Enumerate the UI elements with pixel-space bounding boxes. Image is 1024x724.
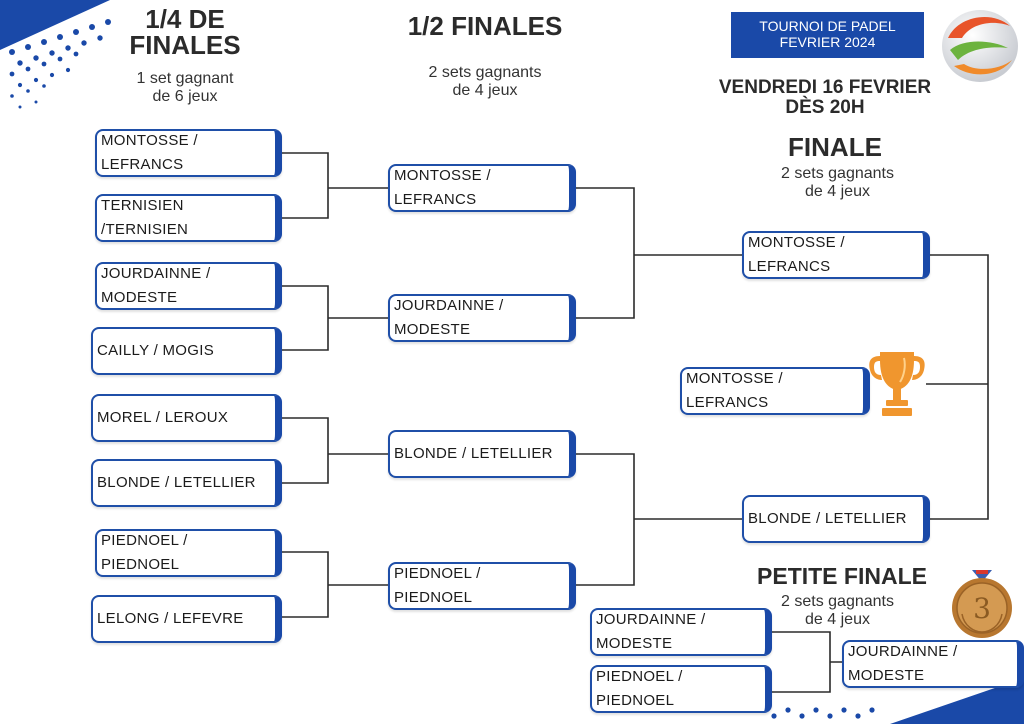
decor-dot (785, 707, 791, 713)
final-team-1: MONTOSSE / LEFRANCS (742, 231, 930, 279)
quarter-team-2: TERNISIEN /TERNISIEN (95, 194, 282, 242)
quarter-team-4: CAILLY / MOGIS (91, 327, 282, 375)
winner-box: MONTOSSE / LEFRANCS (680, 367, 870, 415)
decor-dot (9, 49, 15, 55)
bronze-medal-icon: 3 (952, 570, 1012, 638)
semi-finals-title: 1/2 FINALES (407, 11, 563, 41)
decor-dot (57, 56, 63, 62)
corner-decoration-bottom (771, 678, 1024, 724)
decor-dot (49, 50, 55, 56)
decor-dot (33, 55, 39, 61)
decor-dot (10, 94, 14, 98)
semi-team-2: JOURDAINNE / MODESTE (388, 294, 576, 342)
decor-dot (97, 35, 103, 41)
small-final-title: PETITE FINALE (757, 563, 927, 589)
decor-dot (89, 24, 95, 30)
decor-dot (799, 713, 805, 719)
small-final-team-1: JOURDAINNE / MODESTE (590, 608, 772, 656)
decor-dot (105, 19, 111, 25)
event-date: VENDREDI 16 FEVRIER DÈS 20H (690, 78, 960, 118)
semi-team-1: MONTOSSE / LEFRANCS (388, 164, 576, 212)
decor-dot (57, 34, 63, 40)
final-team-2: BLONDE / LETELLIER (742, 495, 930, 543)
decor-dot (41, 61, 47, 67)
small-final-subtitle: 2 sets gagnants de 4 jeux (781, 593, 894, 628)
decor-dot (827, 713, 833, 719)
decor-dot (49, 72, 55, 78)
final-subtitle: 2 sets gagnants de 4 jeux (781, 165, 894, 200)
corner-decoration (0, 0, 111, 109)
event-date-day: VENDREDI 16 FEVRIER (718, 77, 932, 98)
decor-dot (26, 89, 30, 93)
decor-dot (25, 44, 31, 50)
third-place-box: JOURDAINNE / MODESTE (842, 640, 1024, 688)
trophy-icon (869, 352, 925, 416)
decor-dot (65, 45, 71, 51)
event-date-time: DÈS 20H (785, 97, 865, 118)
decor-dot (73, 51, 79, 57)
decor-dot (18, 105, 22, 109)
decor-dot (869, 707, 875, 713)
final-title: FINALE (788, 132, 882, 162)
quarter-team-3: JOURDAINNE / MODESTE (95, 262, 282, 310)
tournament-name: TOURNOI DE PADEL (759, 18, 896, 34)
quarter-team-6: BLONDE / LETELLIER (91, 459, 282, 507)
decor-dot (33, 77, 39, 83)
decor-dot (81, 40, 87, 46)
decor-dot (42, 84, 46, 88)
decor-dot (41, 39, 47, 45)
decor-dot (771, 713, 777, 719)
quarter-team-5: MOREL / LEROUX (91, 394, 282, 442)
semi-finals-subtitle: 2 sets gagnants de 4 jeux (428, 64, 542, 99)
decor-dot (17, 60, 23, 66)
semi-team-3: BLONDE / LETELLIER (388, 430, 576, 478)
quarter-team-8: LELONG / LEFEVRE (91, 595, 282, 643)
decor-dot (9, 71, 15, 77)
decor-dot (25, 66, 31, 72)
quarter-team-7: PIEDNOEL / PIEDNOEL (95, 529, 282, 577)
decor-dot (34, 100, 38, 104)
quarter-finals-subtitle: 1 set gagnant de 6 jeux (136, 70, 234, 105)
padel-club-logo (942, 10, 1018, 82)
decor-dot (65, 67, 71, 73)
medal-number: 3 (973, 592, 991, 625)
tournament-date: FEVRIER 2024 (779, 34, 876, 50)
decor-dot (17, 82, 23, 88)
decor-dot (841, 707, 847, 713)
tournament-badge: TOURNOI DE PADEL FEVRIER 2024 (731, 12, 924, 58)
decor-dot (813, 707, 819, 713)
quarter-finals-title: 1/4 DE FINALES (129, 4, 241, 60)
small-final-team-2: PIEDNOEL / PIEDNOEL (590, 665, 772, 713)
semi-team-4: PIEDNOEL / PIEDNOEL (388, 562, 576, 610)
quarter-team-1: MONTOSSE / LEFRANCS (95, 129, 282, 177)
decor-dot (855, 713, 861, 719)
decor-dot (73, 29, 79, 35)
